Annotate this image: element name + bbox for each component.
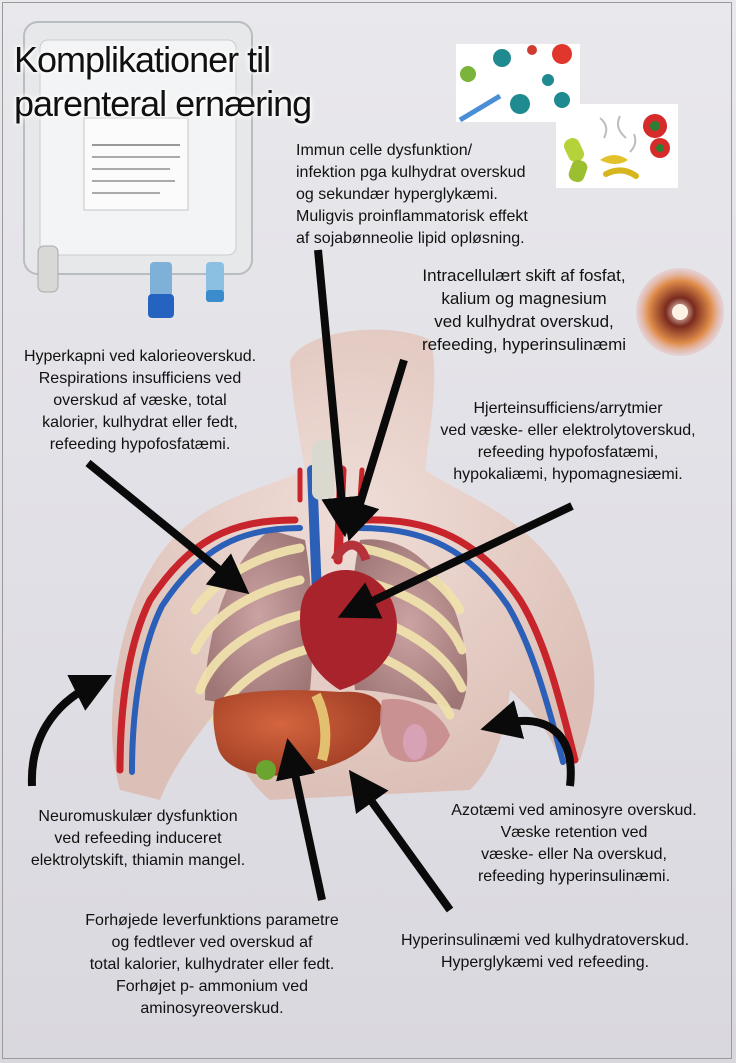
note-line: Muligvis proinflammatorisk effekt (296, 208, 528, 225)
note-line: kalorier, kulhydrat eller fedt, (42, 414, 238, 431)
arrow-azotemia (480, 700, 575, 787)
note-intracellular-shift: Intracellulært skift af fosfat, kalium o… (404, 264, 644, 356)
arrow-neuro (27, 674, 113, 787)
page-title: Komplikationer til parenteral ernæring (14, 38, 374, 126)
note-line: kalium og magnesium (441, 289, 607, 308)
note-immune-dysfunction: Immun celle dysfunktion/ infektion pga k… (296, 140, 528, 250)
note-line: infektion pga kulhydrat overskud (296, 164, 526, 181)
note-line: Immun celle dysfunktion/ (296, 142, 473, 159)
note-hyperinsulinemia: Hyperinsulinæmi ved kulhydratoverskud. H… (366, 930, 724, 974)
note-line: Intracellulært skift af fosfat, (422, 266, 626, 285)
arrow-hyperinsulinemia (348, 769, 454, 913)
note-line: af sojabønneolie lipid opløsning. (296, 230, 525, 247)
note-line: Forhøjet p- ammonium ved (115, 978, 309, 995)
note-neuromuscular: Neuromuskulær dysfunktion ved refeeding … (10, 806, 266, 872)
note-line: ved kulhydrat overskud, (434, 312, 614, 331)
note-line: Hyperinsulinæmi ved kulhydratoverskud. (400, 932, 690, 949)
title-line-1: Komplikationer til (14, 39, 271, 80)
trachea (312, 440, 334, 500)
note-line: refeeding hyperinsulinæmi. (477, 868, 671, 885)
note-line: Hyperkapni ved kalorieoverskud. (23, 348, 257, 365)
note-line: og fedtlever ved overskud af (111, 934, 313, 951)
gallbladder (256, 760, 276, 780)
note-line: elektrolytskift, thiamin mangel. (30, 852, 246, 869)
note-line: Respirations insufficiens ved (38, 370, 242, 387)
note-line: ved væske- eller elektrolytoverskud, (440, 422, 696, 439)
note-line: Azotæmi ved aminosyre overskud. (451, 802, 697, 819)
note-liver-parameters: Forhøjede leverfunktions parametre og fe… (64, 910, 360, 1020)
note-azotemia: Azotæmi ved aminosyre overskud. Væske re… (424, 800, 724, 888)
arrow-intracellular (341, 358, 408, 542)
kidney (403, 724, 427, 760)
note-line: hypokaliæmi, hypomagnesiæmi. (453, 466, 683, 483)
arrow-hypercapnia (85, 459, 250, 595)
note-line: væske- eller Na overskud, (481, 846, 667, 863)
arrows (27, 249, 575, 913)
note-line: total kalorier, kulhydrater eller fedt. (89, 956, 335, 973)
liver (213, 690, 383, 776)
note-line: Hyperglykæmi ved refeeding. (440, 954, 650, 971)
note-line: ved refeeding induceret (54, 830, 222, 847)
arrow-heart (337, 502, 574, 619)
note-hypercapnia: Hyperkapni ved kalorieoverskud. Respirat… (4, 346, 276, 456)
note-heart-failure: Hjerteinsufficiens/arrytmier ved væske- … (412, 398, 724, 486)
note-line: aminosyreoverskud. (140, 1000, 284, 1017)
note-line: Hjerteinsufficiens/arrytmier (473, 400, 663, 417)
note-line: refeeding, hyperinsulinæmi (421, 335, 627, 354)
title-line-2: parenteral ernæring (14, 83, 312, 124)
note-line: Forhøjede leverfunktions parametre (85, 912, 339, 929)
note-line: refeeding hypofosfatæmi. (49, 436, 231, 453)
note-line: refeeding hypofosfatæmi, (477, 444, 659, 461)
pathogen-illustration (456, 44, 678, 188)
note-line: Neuromuskulær dysfunktion (38, 808, 238, 825)
arrow-liver (276, 738, 326, 901)
arrow-immune (314, 249, 362, 538)
note-line: overskud af væske, total (53, 392, 227, 409)
iv-bag (23, 21, 253, 318)
note-line: og sekundær hyperglykæmi. (296, 186, 498, 203)
note-line: Væske retention ved (500, 824, 648, 841)
